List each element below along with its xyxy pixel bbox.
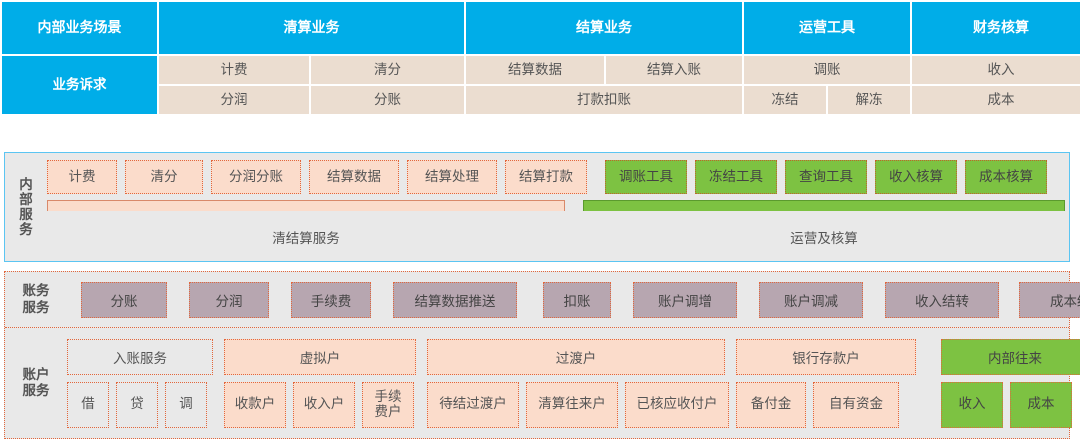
row-label-demand: 业务诉求 (2, 56, 157, 114)
table-row: 分润 分账 打款扣账 冻结 解冻 成本 (2, 86, 1080, 114)
internal-service-body: 计费清分分润分账结算数据结算处理结算打款调账工具冻结工具查询工具收入核算成本核算… (47, 153, 1071, 261)
accounting-service-chip[interactable]: 账户调增 (633, 281, 737, 318)
accounting-service-chip[interactable]: 结算数据推送 (393, 281, 517, 318)
table-cell: 结算数据 (466, 56, 604, 84)
account-sub-item[interactable]: 待结过渡户 (427, 381, 519, 428)
account-sub-item[interactable]: 备付金 (736, 381, 806, 428)
internal-service-chip-row: 计费清分分润分账结算数据结算处理结算打款调账工具冻结工具查询工具收入核算成本核算 (47, 160, 1065, 194)
accounting-service-chip[interactable]: 账户调减 (759, 281, 863, 318)
band-bar (583, 200, 1065, 211)
business-scene-table: 内部业务场景 清算业务 结算业务 运营工具 财务核算 业务诉求 计费 清分 结算… (0, 0, 1080, 116)
account-group-header[interactable]: 内部往来 (941, 338, 1080, 375)
account-group-header[interactable]: 过渡户 (427, 338, 725, 375)
account-sub-item[interactable]: 借 (67, 381, 109, 428)
internal-service-chip[interactable]: 查询工具 (785, 160, 867, 194)
internal-service-chip[interactable]: 结算处理 (407, 160, 497, 194)
account-service-label-text: 账户服务 (22, 366, 50, 398)
account-sub-item[interactable]: 成本 (1010, 381, 1072, 428)
accounting-service-label: 账务服务 (5, 272, 67, 327)
internal-service-band: 运营及核算 (583, 200, 1065, 255)
band-label: 清结算服务 (272, 231, 340, 246)
header-cell-ops-tools: 运营工具 (744, 2, 910, 54)
account-sub-item[interactable]: 已核应收付户 (625, 381, 729, 428)
table-cell: 成本 (912, 86, 1080, 114)
table-cell: 结算入账 (606, 56, 742, 84)
accounting-service-chip[interactable]: 扣账 (543, 281, 611, 318)
accounting-service-chip[interactable]: 分账 (81, 281, 167, 318)
table-cell: 解冻 (828, 86, 910, 114)
band-bar (47, 200, 565, 211)
account-group: 内部往来收入成本 (941, 338, 1080, 428)
table-cell: 分润 (159, 86, 309, 114)
internal-service-chip[interactable]: 计费 (47, 160, 117, 194)
table-cell: 冻结 (744, 86, 826, 114)
account-group: 银行存款户备付金自有资金 (736, 338, 916, 428)
header-cell-finance: 财务核算 (912, 2, 1080, 54)
account-sub-item[interactable]: 自有资金 (813, 381, 899, 428)
account-sub-item[interactable]: 贷 (116, 381, 158, 428)
account-sub-list: 借贷调 (67, 381, 213, 428)
account-sub-item[interactable]: 清算往来户 (526, 381, 618, 428)
account-group-header[interactable]: 入账服务 (67, 338, 213, 375)
internal-service-chip[interactable]: 冻结工具 (695, 160, 777, 194)
header-cell-settlement: 结算业务 (466, 2, 742, 54)
table-row: 业务诉求 计费 清分 结算数据 结算入账 调账 收入 (2, 56, 1080, 114)
account-sub-item[interactable]: 收入 (941, 381, 1003, 428)
internal-service-chip[interactable]: 收入核算 (875, 160, 957, 194)
account-group-header[interactable]: 银行存款户 (736, 338, 916, 375)
internal-service-label-text: 内部服务 (19, 176, 33, 238)
internal-service-label: 内部服务 (5, 153, 47, 261)
account-group: 入账服务借贷调 (67, 338, 213, 428)
internal-service-band-row: 清结算服务 运营及核算 (47, 200, 1065, 255)
accounting-service-chip[interactable]: 分润 (189, 281, 269, 318)
internal-service-chip[interactable]: 结算打款 (505, 160, 587, 194)
account-sub-item[interactable]: 调 (165, 381, 207, 428)
account-group-list: 入账服务借贷调虚拟户收款户收入户手续费户过渡户待结过渡户清算往来户已核应收付户银… (67, 338, 1080, 428)
internal-service-chip[interactable]: 结算数据 (309, 160, 399, 194)
account-group: 过渡户待结过渡户清算往来户已核应收付户 (427, 338, 729, 428)
account-sub-list: 待结过渡户清算往来户已核应收付户 (427, 381, 729, 428)
account-service-body: 入账服务借贷调虚拟户收款户收入户手续费户过渡户待结过渡户清算往来户已核应收付户银… (67, 328, 1080, 438)
accounting-service-chip[interactable]: 手续费 (291, 281, 371, 318)
accounting-service-chip-row: 分账分润手续费结算数据推送扣账账户调增账户调减收入结转成本结转 (67, 272, 1080, 327)
scene-header-cell: 内部业务场景 (2, 2, 157, 54)
accounting-service-chip[interactable]: 成本结转 (1019, 281, 1080, 318)
internal-service-band: 清结算服务 (47, 200, 565, 255)
table-cell: 分账 (311, 86, 464, 114)
account-sub-item[interactable]: 收款户 (224, 381, 286, 428)
table-cell: 打款扣账 (466, 86, 742, 114)
internal-service-section: 内部服务 计费清分分润分账结算数据结算处理结算打款调账工具冻结工具查询工具收入核… (4, 152, 1070, 262)
table-header-row: 内部业务场景 清算业务 结算业务 运营工具 财务核算 (2, 2, 1080, 54)
band-label: 运营及核算 (790, 231, 858, 246)
internal-service-chip[interactable]: 调账工具 (605, 160, 687, 194)
accounting-service-chip[interactable]: 收入结转 (885, 281, 999, 318)
table-cell: 收入 (912, 56, 1080, 84)
account-service-label: 账户服务 (5, 328, 67, 438)
account-group: 虚拟户收款户收入户手续费户 (224, 338, 416, 428)
account-sub-item[interactable]: 手续费户 (362, 381, 414, 428)
account-sub-list: 备付金自有资金 (736, 381, 916, 428)
account-sub-list: 收款户收入户手续费户 (224, 381, 416, 428)
table-cell: 计费 (159, 56, 309, 84)
internal-service-chip[interactable]: 清分 (125, 160, 203, 194)
table-cell: 调账 (744, 56, 910, 84)
internal-service-chip[interactable]: 分润分账 (211, 160, 301, 194)
internal-service-chip[interactable]: 成本核算 (965, 160, 1047, 194)
account-sub-item[interactable]: 收入户 (293, 381, 355, 428)
account-group-header[interactable]: 虚拟户 (224, 338, 416, 375)
account-sub-list: 收入成本 (941, 381, 1080, 428)
account-service-section: 账户服务 入账服务借贷调虚拟户收款户收入户手续费户过渡户待结过渡户清算往来户已核… (5, 328, 1080, 438)
table-cell: 清分 (311, 56, 464, 84)
accounting-service-label-text: 账务服务 (22, 283, 50, 315)
header-cell-clearing: 清算业务 (159, 2, 464, 54)
